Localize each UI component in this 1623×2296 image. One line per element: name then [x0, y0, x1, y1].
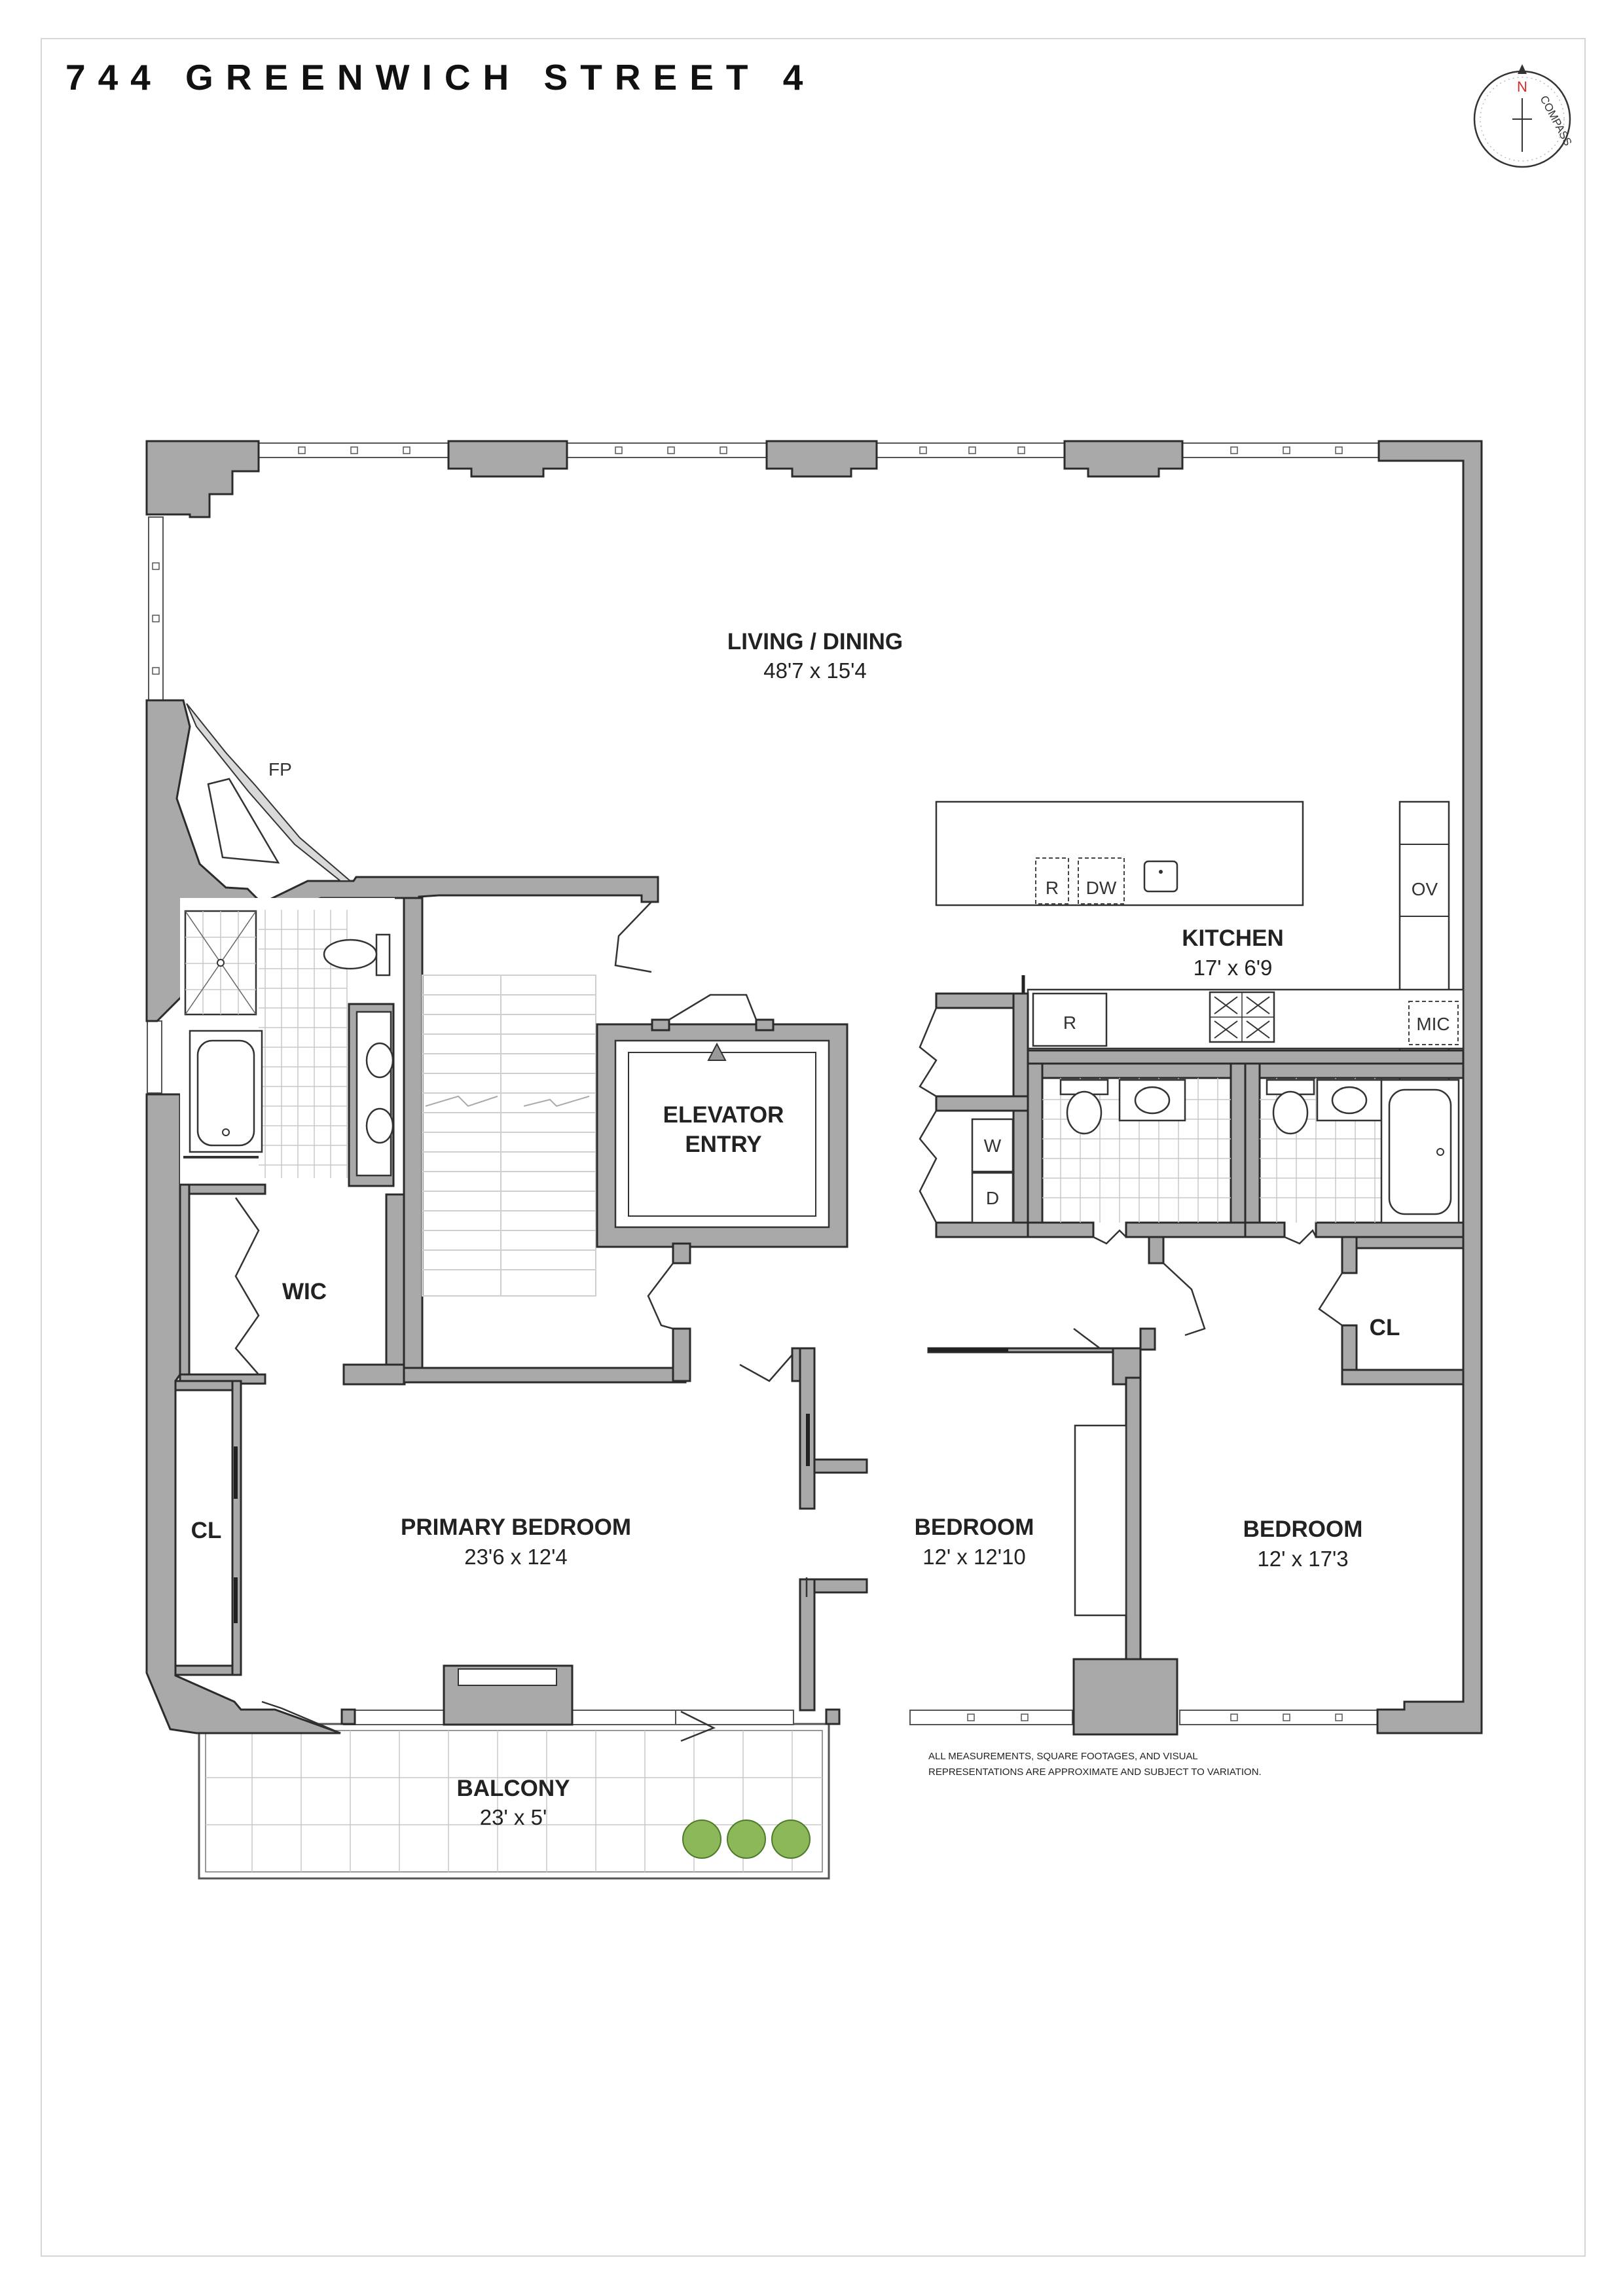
toilet-icon	[323, 933, 391, 977]
planter-icon	[682, 1820, 811, 1859]
sink-icon	[1118, 1079, 1186, 1122]
shower-icon	[184, 910, 257, 1016]
washer-label: W	[984, 1136, 1002, 1156]
kitchen-dims: 17' x 6'9	[1194, 956, 1273, 980]
microwave-icon	[1408, 1001, 1459, 1045]
dryer-icon	[971, 1172, 1014, 1224]
primary-bedroom-label: PRIMARY BEDROOM	[401, 1515, 631, 1540]
left-closet-label: CL	[191, 1518, 222, 1543]
washer-icon	[971, 1118, 1014, 1173]
staircase-icon	[403, 897, 687, 1384]
balcony-label: BALCONY	[456, 1776, 570, 1801]
island-refrigerator-label: R	[1046, 878, 1059, 898]
bathtub-icon	[1380, 1079, 1460, 1224]
page-title: 744 GREENWICH STREET 4	[65, 57, 816, 98]
right-closet-label: CL	[1370, 1315, 1400, 1340]
disclaimer-line2: REPRESENTATIONS ARE APPROXIMATE AND SUBJ…	[928, 1767, 1262, 1778]
double-vanity-icon	[348, 1003, 395, 1187]
bathroom-3	[1244, 1062, 1465, 1245]
interior-walls	[799, 1232, 1465, 1736]
cooktop-icon	[1209, 991, 1275, 1043]
primary-bathroom	[180, 898, 395, 1187]
island-sink-icon	[1143, 860, 1178, 893]
left-closet	[174, 1380, 242, 1676]
refrigerator-label: R	[1063, 1013, 1076, 1033]
microwave-label: MIC	[1416, 1014, 1450, 1034]
oven-label: OV	[1412, 879, 1438, 899]
page-border	[41, 38, 1586, 2257]
living-dining-dims: 48'7 x 15'4	[763, 658, 867, 683]
toilet-icon	[1266, 1079, 1315, 1135]
living-dining-label: LIVING / DINING	[727, 629, 903, 655]
laundry-closets: W D	[919, 992, 1029, 1238]
refrigerator-icon	[1032, 992, 1108, 1047]
toilet-icon	[1059, 1079, 1109, 1135]
balcony-area	[198, 1723, 830, 1880]
bedroom-middle-dims: 12' x 12'10	[922, 1545, 1026, 1569]
dishwasher-label: DW	[1086, 878, 1117, 898]
bedroom-right-dims: 12' x 17'3	[1257, 1547, 1348, 1571]
fireplace-icon: FP	[186, 703, 352, 882]
disclaimer-line1: ALL MEASUREMENTS, SQUARE FOOTAGES, AND V…	[928, 1751, 1198, 1762]
sink-icon	[1316, 1079, 1383, 1122]
elevator-entry-label-line1: ELEVATOR	[663, 1102, 784, 1128]
elevator-entry	[596, 994, 848, 1382]
walk-in-closet	[179, 1183, 406, 1386]
bedroom-right-label: BEDROOM	[1243, 1516, 1363, 1542]
fireplace-label: FP	[268, 759, 292, 780]
exterior-walls	[145, 440, 1483, 1734]
primary-bedroom-dims: 23'6 x 12'4	[464, 1545, 568, 1569]
compass-north-letter: N	[1517, 79, 1527, 95]
kitchen-label: KITCHEN	[1182, 925, 1284, 951]
dryer-label: D	[986, 1188, 999, 1208]
room-labels: LIVING / DINING 48'7 x 15'4 KITCHEN 17' …	[191, 629, 1400, 1829]
bedroom-middle-label: BEDROOM	[915, 1515, 1034, 1540]
balcony-dims: 23' x 5'	[480, 1805, 547, 1829]
compass-icon: N COMPASS	[1473, 64, 1575, 168]
window-strips	[147, 442, 1379, 1725]
elevator-entry-label-line2: ENTRY	[685, 1132, 761, 1157]
bathroom-2	[1027, 1062, 1247, 1245]
dishwasher-icon	[1078, 857, 1125, 905]
walk-in-closet-label: WIC	[282, 1279, 327, 1304]
bedroom-doors	[261, 1236, 1206, 1742]
bathtub-icon	[189, 1030, 263, 1153]
island-refrigerator-icon	[1035, 857, 1069, 905]
